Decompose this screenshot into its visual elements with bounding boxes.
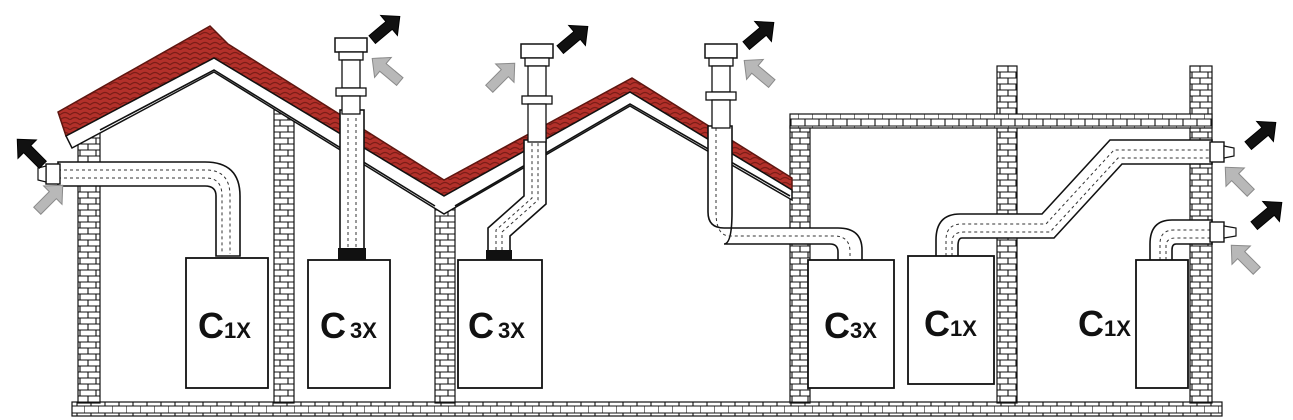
boiler-c3x-2: C 3X <box>307 259 391 389</box>
boiler-label-main: C <box>824 305 850 346</box>
flue-exhaust-arrow-icon <box>742 20 775 51</box>
terminal-b4-cap <box>704 43 738 59</box>
boiler-label-main: C <box>1078 303 1104 344</box>
air-intake-arrow-icon <box>743 58 776 89</box>
boiler-label-sub: 1X <box>224 318 251 343</box>
air-intake-arrow-icon <box>1224 166 1255 197</box>
boiler-label-sub: 3X <box>498 318 525 343</box>
boiler-label-main: C <box>924 303 950 344</box>
roof-soffit <box>65 57 793 215</box>
boiler-label-main: C <box>320 305 346 346</box>
flue-pipe-b2 <box>339 109 365 261</box>
wall-3 <box>434 205 456 404</box>
air-intake-arrow-icon <box>33 184 64 215</box>
flue-exhaust-arrow-icon <box>1250 200 1283 231</box>
terminal-b5 <box>1209 141 1225 163</box>
boiler-label-sub: 3X <box>350 318 377 343</box>
boiler-c3x-4: C 3X <box>807 259 895 389</box>
boiler-body <box>457 259 543 389</box>
terminal-b3-cap <box>520 43 554 59</box>
boiler-label-main: C <box>468 305 494 346</box>
boiler-label-sub: 1X <box>1104 316 1131 341</box>
terminal-b1 <box>45 163 61 185</box>
boiler-body <box>1135 259 1189 389</box>
boiler-label-sub: 3X <box>850 318 877 343</box>
boiler-body <box>185 257 269 389</box>
floor <box>71 401 1223 417</box>
wall-4 <box>789 125 811 404</box>
flue-exhaust-arrow-icon <box>368 14 401 45</box>
air-intake-arrow-icon <box>371 56 404 87</box>
boiler-c1x-1: C 1X <box>185 257 269 389</box>
flue-exhaust-arrow-icon <box>16 138 47 169</box>
boiler-label-sub: 1X <box>950 316 977 341</box>
roof-inner-line-2 <box>454 103 791 207</box>
air-intake-arrow-icon <box>1230 244 1261 275</box>
boiler-label-main: C <box>198 305 224 346</box>
flue-pipes <box>37 37 1237 263</box>
flue-pipe-b1 <box>57 161 241 257</box>
flue-exhaust-arrow-icon <box>556 24 589 55</box>
boiler-c1x-6: C 1X <box>1078 259 1189 389</box>
flue-pipe-b5 <box>935 139 1213 259</box>
wall-2 <box>273 109 295 404</box>
boiler-body <box>807 259 895 389</box>
boiler-body <box>907 255 995 385</box>
terminal-b6 <box>1209 221 1225 243</box>
flat-roof-slab <box>789 113 1213 129</box>
terminal-b2-cap <box>334 37 368 53</box>
boiler-c3x-3: C 3X <box>457 259 543 389</box>
flue-exhaust-arrow-icon <box>1244 120 1277 151</box>
flow-arrows <box>16 14 1283 275</box>
boilers: C 1X C 3X C 3X C 3X C 1X C 1X <box>185 255 1189 389</box>
air-intake-arrow-icon <box>485 62 516 93</box>
boiler-body <box>307 259 391 389</box>
boiler-c1x-5: C 1X <box>907 255 995 385</box>
